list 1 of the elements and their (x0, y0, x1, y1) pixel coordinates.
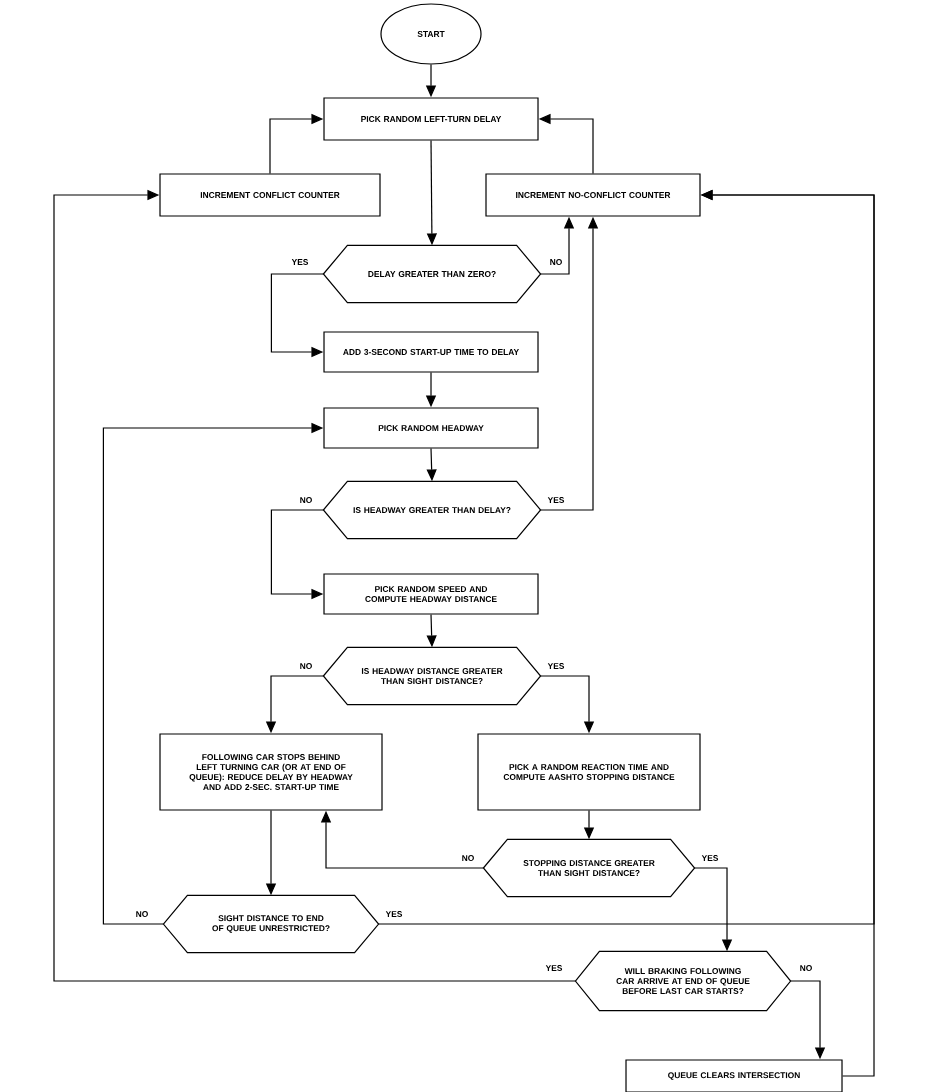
arrow (53, 189, 576, 982)
